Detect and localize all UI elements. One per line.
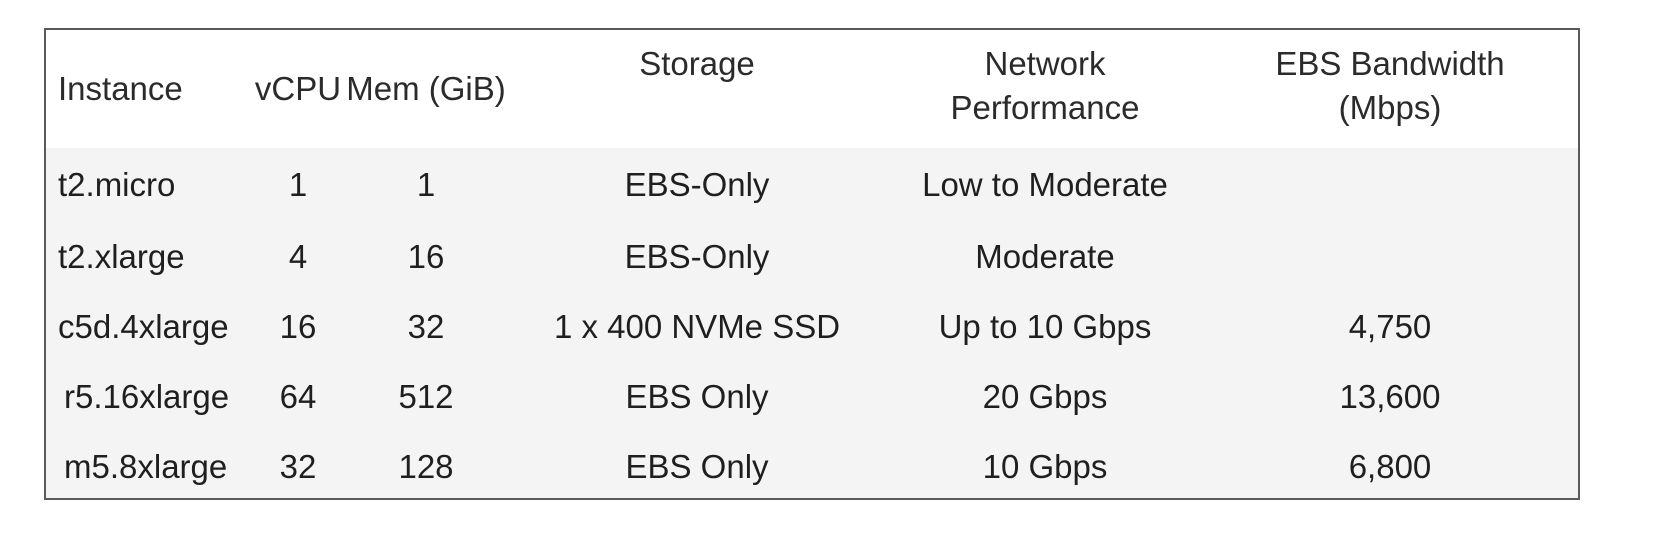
header-instance: Instance	[58, 70, 183, 107]
table-row: t2.xlarge 4 16 EBS-Only Moderate	[46, 222, 1578, 292]
table-row: r5.16xlarge 64 512 EBS Only 20 Gbps 13,6…	[46, 362, 1578, 432]
cell-storage: EBS Only	[625, 378, 769, 415]
cell-mem: 32	[407, 308, 445, 345]
cell-network: Low to Moderate	[922, 166, 1168, 203]
cell-ebs	[1202, 222, 1578, 292]
table-body: t2.micro 1 1 EBS-Only Low to Moderate t2…	[46, 148, 1578, 498]
cell-vcpu: 64	[279, 378, 317, 415]
header-storage: Storage	[639, 45, 755, 82]
cell-vcpu: 32	[279, 448, 317, 485]
cell-storage: 1 x 400 NVMe SSD	[553, 308, 841, 345]
cell-instance: m5.8xlarge	[64, 448, 228, 485]
table-row: m5.8xlarge 32 128 EBS Only 10 Gbps 6,800	[46, 432, 1578, 498]
cell-mem: 16	[407, 238, 445, 275]
header-ebs-line2: (Mbps)	[1338, 89, 1442, 126]
cell-instance: t2.micro	[58, 166, 176, 203]
cell-storage: EBS-Only	[624, 238, 770, 275]
cell-ebs: 6,800	[1348, 448, 1432, 485]
header-vcpu: vCPU	[254, 70, 342, 107]
header-network-line2: Performance	[950, 89, 1140, 126]
header-ebs-bandwidth: EBS Bandwidth (Mbps)	[1202, 30, 1578, 148]
cell-network: Moderate	[975, 238, 1115, 275]
cell-storage: EBS Only	[625, 448, 769, 485]
cell-ebs: 4,750	[1348, 308, 1432, 345]
header-mem: Mem (GiB)	[346, 70, 506, 107]
cell-network: Up to 10 Gbps	[938, 308, 1152, 345]
cell-mem: 512	[398, 378, 454, 415]
cell-storage: EBS-Only	[624, 166, 770, 203]
cell-mem: 128	[398, 448, 454, 485]
cell-vcpu: 1	[288, 166, 308, 203]
header-network-line1: Network	[984, 45, 1106, 82]
cell-vcpu: 4	[288, 238, 308, 275]
cell-instance: r5.16xlarge	[64, 378, 230, 415]
cell-network: 10 Gbps	[982, 448, 1108, 485]
header-ebs-line1: EBS Bandwidth	[1275, 45, 1505, 82]
cell-ebs	[1202, 148, 1578, 222]
cell-instance: c5d.4xlarge	[58, 308, 229, 345]
cell-network: 20 Gbps	[982, 378, 1108, 415]
table-row: t2.micro 1 1 EBS-Only Low to Moderate	[46, 148, 1578, 222]
cell-ebs: 13,600	[1339, 378, 1441, 415]
cell-vcpu: 16	[279, 308, 317, 345]
table-row: c5d.4xlarge 16 32 1 x 400 NVMe SSD Up to…	[46, 292, 1578, 362]
cell-mem: 1	[416, 166, 436, 203]
cell-instance: t2.xlarge	[58, 238, 185, 275]
